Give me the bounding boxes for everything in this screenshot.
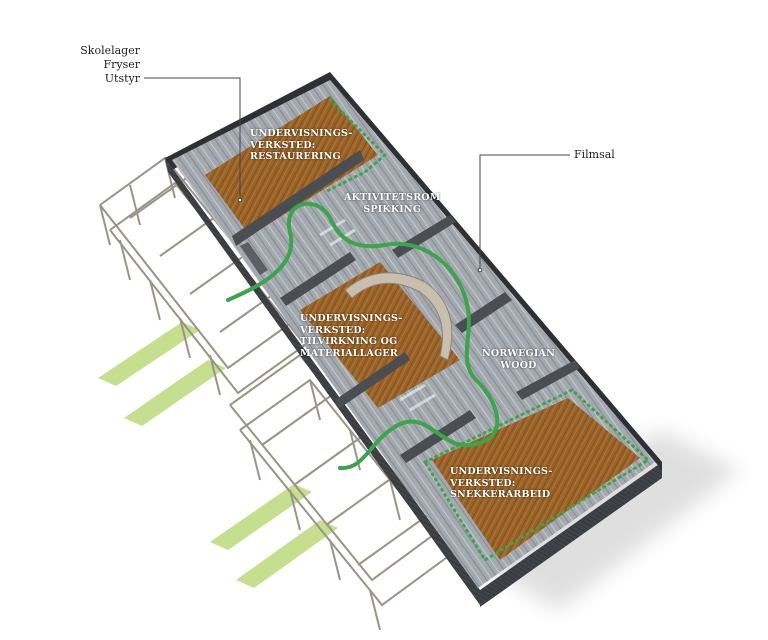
room-label-norwegian-wood-line-1: NORWEGIAN	[482, 348, 555, 359]
callout-dot-film	[477, 267, 483, 273]
room-label-production-line-2: VERKSTED:	[300, 324, 366, 336]
room-label-carpentry-line-2: VERKSTED:	[450, 477, 516, 489]
room-label-restoration-line-1: UNDERVISNINGS-	[250, 128, 353, 139]
room-label-carpentry-line-3: SNEKKERARBEID	[450, 489, 551, 500]
room-label-activity-line-1: AKTIVITETSROM	[344, 192, 441, 203]
interior-walls	[232, 150, 580, 463]
grass-strips	[98, 322, 338, 588]
callout-storage-line-3: Utstyr	[104, 72, 140, 85]
room-label-norwegian-wood-line-2: WOOD	[500, 359, 537, 371]
room-label-restoration-line-2: VERKSTED:	[250, 139, 316, 151]
circulation-route	[226, 201, 500, 471]
room-label-production-line-4: MATERIALLAGER	[300, 347, 398, 359]
route-line	[226, 201, 500, 471]
room-label-restoration: UNDERVISNINGS- VERKSTED: RESTAURERING	[250, 128, 353, 163]
callout-leaders	[144, 77, 570, 270]
skylight-strips	[319, 218, 436, 412]
building-facade	[165, 72, 662, 607]
room-label-carpentry: UNDERVISNINGS- VERKSTED: SNEKKERARBEID	[450, 466, 553, 501]
callout-film: Filmsal	[574, 148, 615, 162]
room-label-activity: AKTIVITETSROM SPIKKING	[344, 192, 440, 215]
room-label-norwegian-wood: NORWEGIAN WOOD	[482, 348, 555, 371]
callout-film-label: Filmsal	[574, 148, 615, 161]
callout-storage: Skolelager Fryser Utstyr	[40, 44, 140, 86]
room-label-activity-line-2: SPIKKING	[363, 203, 422, 215]
callout-dot-storage	[237, 197, 243, 203]
workshop-floors	[205, 96, 640, 560]
dotted-zone-outlines	[323, 98, 651, 563]
callout-storage-line-2: Fryser	[103, 58, 140, 71]
room-label-carpentry-line-1: UNDERVISNINGS-	[450, 466, 553, 477]
room-label-production: UNDERVISNINGS- VERKSTED: TILVIRKNING OG …	[300, 313, 403, 359]
room-label-production-line-3: TILVIRKNING OG	[300, 336, 398, 347]
arched-film-hall	[344, 272, 453, 361]
room-label-restoration-line-3: RESTAURERING	[250, 151, 341, 162]
callout-storage-line-1: Skolelager	[80, 44, 140, 57]
room-label-production-line-1: UNDERVISNINGS-	[300, 313, 403, 324]
